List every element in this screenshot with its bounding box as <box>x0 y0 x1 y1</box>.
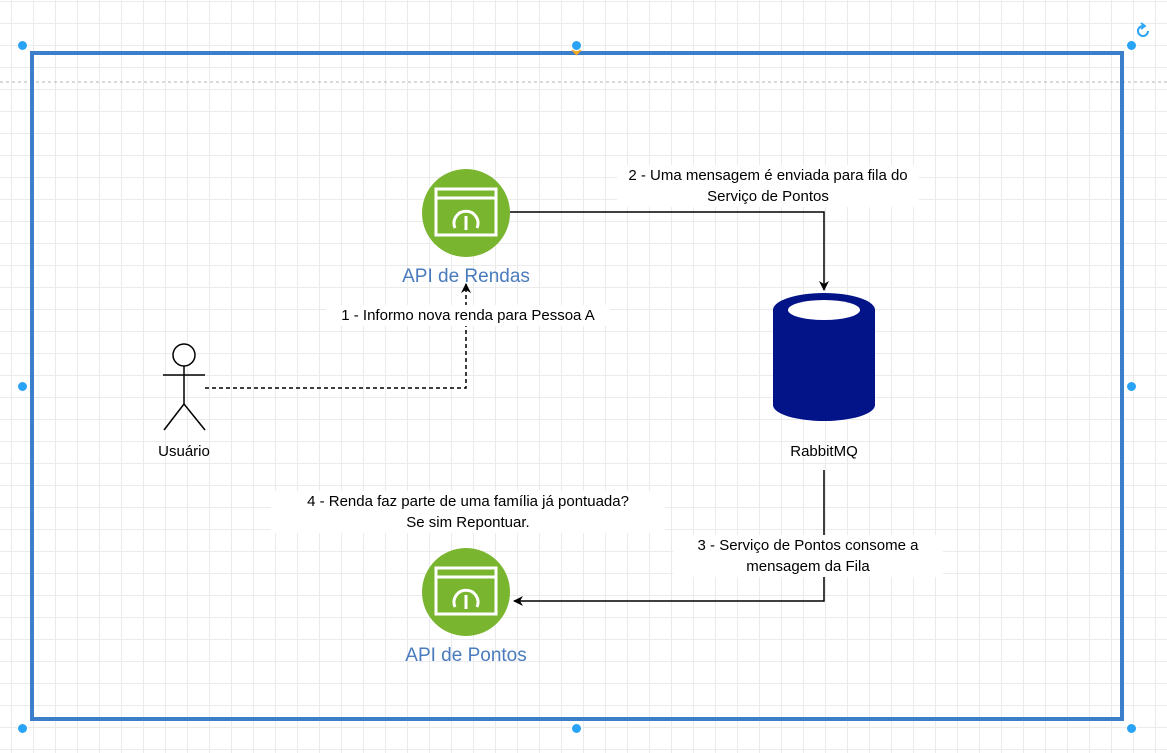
step4-label-line2: Se sim Repontuar. <box>406 514 530 531</box>
resize-handle-middle-left[interactable] <box>17 381 28 392</box>
resize-handle-top-center[interactable] <box>571 40 582 51</box>
resize-handle-middle-right[interactable] <box>1126 381 1137 392</box>
step3-label: 3 - Serviço de Pontos consome a mensagem… <box>673 535 943 577</box>
actor-stick-figure-icon[interactable] <box>163 343 206 431</box>
container-frame[interactable] <box>30 51 1124 721</box>
step3-label-line1: 3 - Serviço de Pontos consome a <box>697 537 919 554</box>
rotate-handle-icon[interactable] <box>1137 22 1149 37</box>
step4-label: 4 - Renda faz parte de uma família já po… <box>271 491 665 533</box>
step4-label-line1: 4 - Renda faz parte de uma família já po… <box>307 493 629 510</box>
resize-handle-bottom-left[interactable] <box>17 723 28 734</box>
usuario-label: Usuário <box>158 443 210 460</box>
api-pontos-label: API de Pontos <box>405 645 527 666</box>
rabbitmq-label: RabbitMQ <box>790 443 858 460</box>
edge-user-to-api-rendas[interactable] <box>205 283 471 389</box>
step2-label-line1: 2 - Uma mensagem é enviada para fila do <box>628 167 908 184</box>
resize-handle-top-right[interactable] <box>1126 40 1137 51</box>
resize-handle-bottom-center[interactable] <box>571 723 582 734</box>
edge-api-rendas-to-rabbitmq[interactable] <box>510 211 829 291</box>
step1-label: 1 - Informo nova renda para Pessoa A <box>326 305 610 326</box>
api-rendas-label: API de Rendas <box>402 266 530 287</box>
edge-rabbitmq-to-api-pontos[interactable] <box>513 470 825 606</box>
resize-handle-top-left[interactable] <box>17 40 28 51</box>
step2-label: 2 - Uma mensagem é enviada para fila do … <box>617 165 919 207</box>
web-app-gauge-icon[interactable] <box>422 169 510 257</box>
web-app-gauge-icon[interactable] <box>422 548 510 636</box>
resize-handle-bottom-right[interactable] <box>1126 723 1137 734</box>
step2-label-line2: Serviço de Pontos <box>707 188 829 205</box>
step3-label-line2: mensagem da Fila <box>746 558 870 575</box>
database-cylinder-icon[interactable] <box>773 293 875 421</box>
